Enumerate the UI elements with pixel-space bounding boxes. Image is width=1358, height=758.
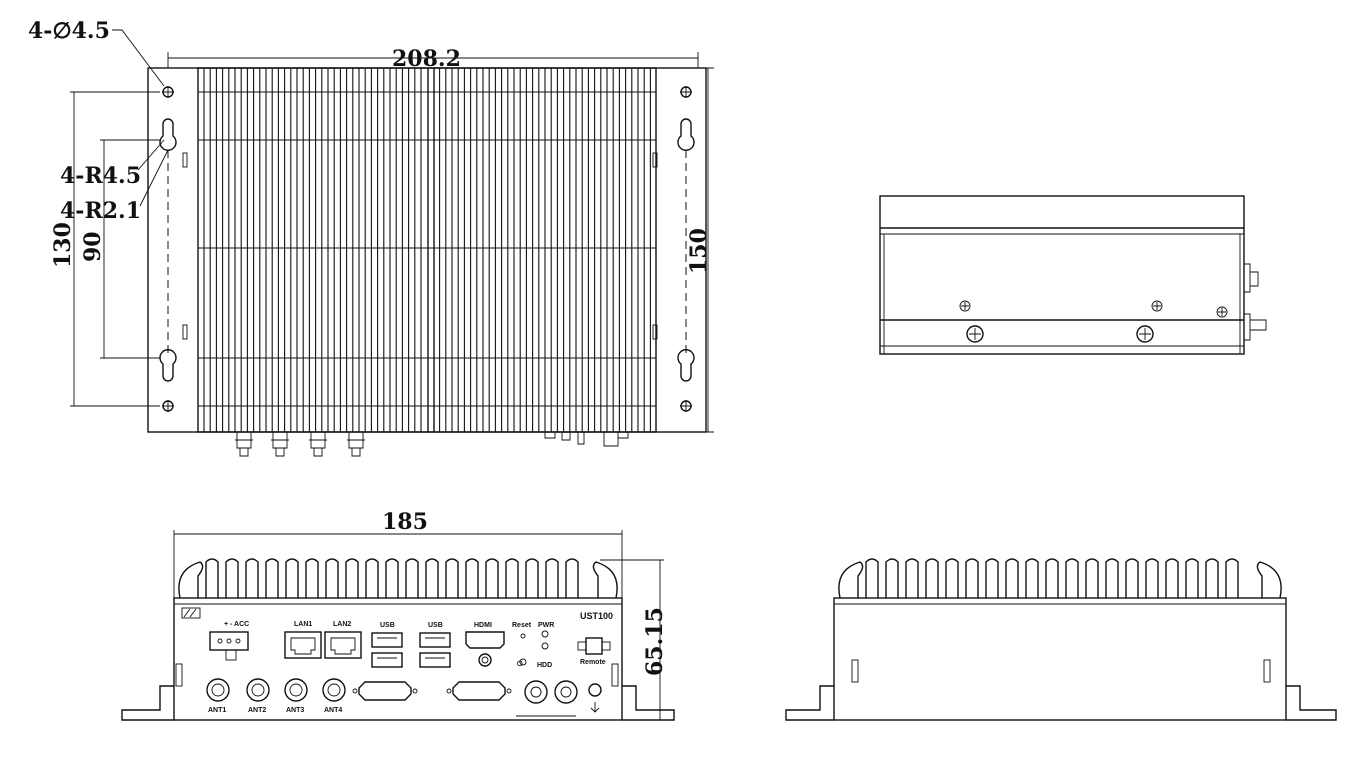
model-label: UST100 [580,611,613,621]
depth-dim-label: 150 [686,228,712,274]
top-heatsink-fins [203,68,651,432]
power-symbol: ⏻ [517,660,523,668]
width-dim-label: 208.2 [392,46,461,72]
reset-label: Reset [512,622,532,629]
antenna-connector [206,678,346,702]
usb1-label: USB [380,622,395,629]
rear-heatsink-fins [838,558,1282,599]
rear-body [833,597,1287,721]
hole-dim-label: 4-∅4.5 [28,18,110,44]
remote-label: Remote [580,659,606,666]
r-small-dim-label: 4-R2.1 [60,198,141,224]
front-heatsink-fins [178,558,618,599]
hdd-label: HDD [537,662,552,669]
ant1-label: ANT1 [208,707,226,714]
top-view: 4-∅4.5 208.2 4-R4.5 4-R2.1 130 90 150 [28,18,714,457]
front-width-dim-label: 185 [382,509,428,535]
antenna-connectors-top [235,432,365,457]
ant2-label: ANT2 [248,707,266,714]
front-body [173,597,623,721]
rear-view [785,558,1337,721]
pwr-label: PWR [538,622,554,629]
screw-icon [959,300,1228,343]
mount-inner-dim-label: 90 [80,231,106,262]
mount-outer-dim-label: 130 [50,222,76,268]
lan1-label: LAN1 [294,621,312,628]
keyhole-slot [159,118,695,382]
r-large-dim-label: 4-R4.5 [60,163,141,189]
side-body [879,195,1245,355]
side-view [879,195,1267,355]
front-view: + - ACC LAN1 LAN2 USB USB HDMI Reset PWR… [121,509,675,721]
hdmi-label: HDMI [474,622,492,629]
top-body [197,67,657,433]
front-height-dim-label: 65.15 [642,607,668,676]
ant3-label: ANT3 [286,707,304,714]
top-mount-plate [147,67,707,433]
ant4-label: ANT4 [324,707,342,714]
usb2-label: USB [428,622,443,629]
lan2-label: LAN2 [333,621,351,628]
power-label: + - ACC [224,621,249,628]
